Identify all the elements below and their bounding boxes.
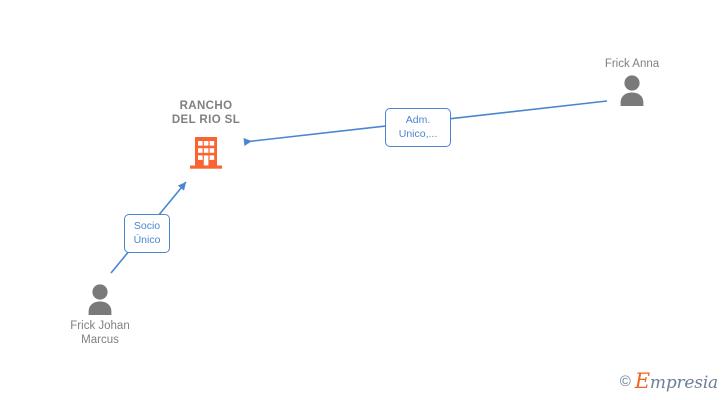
building-icon [190, 137, 222, 169]
person-avatar-icon [620, 75, 644, 106]
person-node-johan[interactable]: Frick Johan Marcus [30, 283, 170, 347]
edge-label-adm-unico[interactable]: Adm. Unico,... [385, 108, 451, 147]
brand-wordmark: Empresia [635, 371, 718, 392]
edge-label-socio-unico[interactable]: Socio Único [124, 214, 170, 253]
person-name-label: Frick Anna [604, 58, 660, 70]
watermark: © Empresia [620, 371, 718, 392]
person-name-label: Frick Johan Marcus [70, 320, 130, 346]
brand-initial: E [634, 369, 650, 393]
person-node-anna[interactable]: Frick Anna [562, 57, 702, 106]
company-node[interactable]: RANCHO DEL RIO SL [146, 99, 266, 171]
person-avatar-icon [88, 284, 112, 315]
company-name-label: RANCHO DEL RIO SL [171, 100, 241, 126]
brand-rest: mpresia [649, 373, 718, 393]
copyright-icon: © [619, 373, 631, 390]
